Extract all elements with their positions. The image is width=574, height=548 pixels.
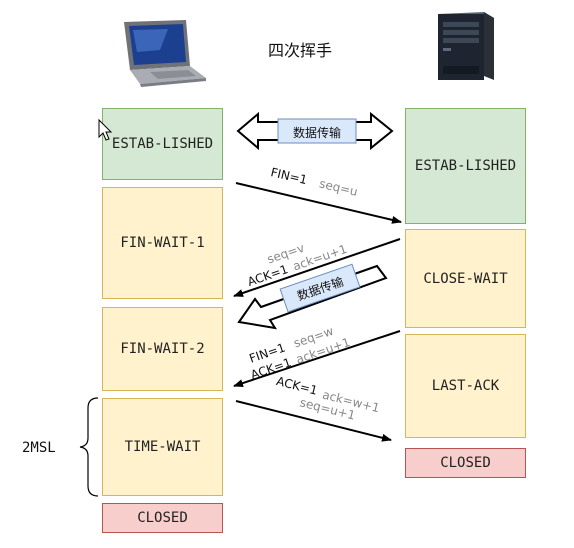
msl-brace bbox=[79, 397, 99, 497]
server-icon bbox=[438, 12, 494, 80]
fin-ack-arrow bbox=[233, 330, 401, 387]
data-transfer-arrow bbox=[237, 263, 388, 330]
server-state-close-wait: CLOSE-WAIT bbox=[405, 229, 526, 328]
final-ack-arrow bbox=[235, 400, 392, 442]
client-state-closed: CLOSED bbox=[102, 503, 223, 533]
ack-arrow bbox=[233, 238, 401, 297]
data-transfer-double-arrow bbox=[236, 111, 394, 151]
server-state-last-ack: LAST-ACK bbox=[405, 334, 526, 438]
client-state-fin-wait-1: FIN-WAIT-1 bbox=[102, 187, 223, 299]
msl-label: 2MSL bbox=[22, 440, 56, 456]
msg1-flag: FIN=1 bbox=[269, 165, 308, 187]
client-state-time-wait: TIME-WAIT bbox=[102, 398, 223, 496]
server-state-closed: CLOSED bbox=[405, 448, 526, 478]
msg4-flag: ACK=1 bbox=[275, 374, 319, 398]
diagram-title: 四次挥手 bbox=[268, 41, 333, 60]
server-state-established: ESTAB-LISHED bbox=[405, 108, 526, 224]
laptop-icon bbox=[124, 20, 206, 87]
fin-arrow bbox=[235, 182, 402, 224]
data-transfer-label: 数据传输 bbox=[293, 125, 341, 140]
client-state-fin-wait-2: FIN-WAIT-2 bbox=[102, 307, 223, 391]
msg1-seq: seq=u bbox=[318, 176, 359, 198]
mouse-cursor-icon bbox=[98, 118, 113, 141]
client-state-established: ESTAB-LISHED bbox=[102, 108, 223, 180]
